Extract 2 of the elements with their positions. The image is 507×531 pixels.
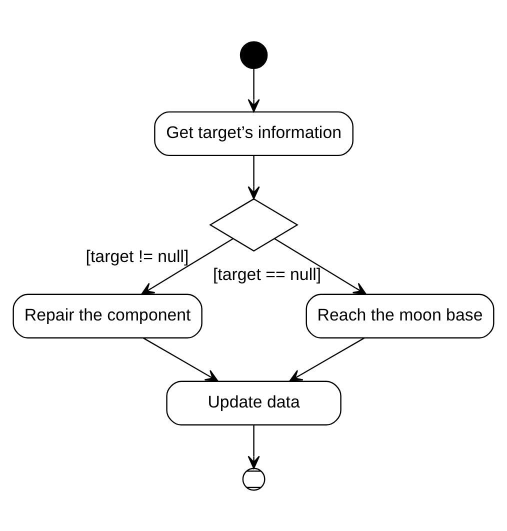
edge-label: [target == null]	[212, 264, 322, 284]
edge-label: [target != null]	[86, 246, 189, 266]
